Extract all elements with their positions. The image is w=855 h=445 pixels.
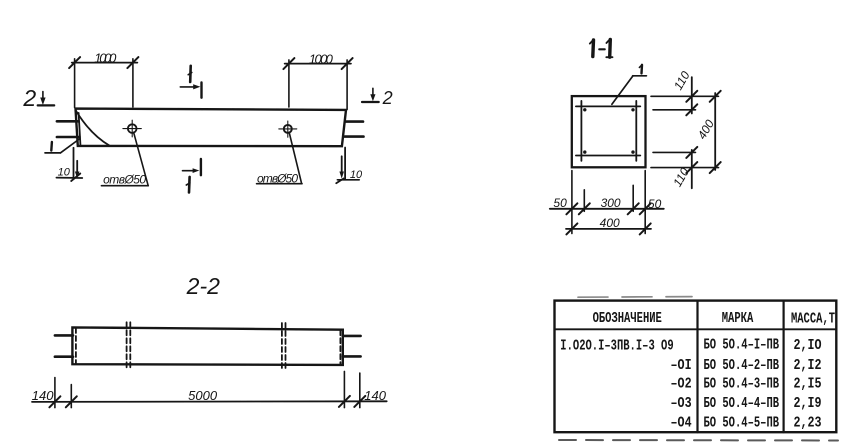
- svg-text:10: 10: [350, 169, 363, 181]
- svg-text:110: 110: [671, 69, 693, 93]
- svg-text:МАССА,Т: МАССА,Т: [791, 310, 835, 327]
- svg-text:2,І9: 2,І9: [794, 396, 822, 413]
- svg-text:І.О2О.І–3ПВ.І–3 О9: І.О2О.І–3ПВ.І–3 О9: [560, 337, 673, 354]
- svg-text:2,ІО: 2,ІО: [794, 338, 822, 355]
- svg-text:БО 5О.4–4–ПВ: БО 5О.4–4–ПВ: [704, 394, 780, 411]
- svg-text:5000: 5000: [188, 388, 218, 403]
- svg-text:БО 5О.4–2–ПВ: БО 5О.4–2–ПВ: [704, 356, 780, 373]
- svg-text:300: 300: [601, 196, 621, 210]
- svg-text:отвØ50: отвØ50: [103, 173, 146, 187]
- svg-text:–О3: –О3: [671, 396, 692, 413]
- svg-text:50: 50: [648, 197, 662, 211]
- svg-text:10: 10: [58, 167, 71, 179]
- svg-text:–О2: –О2: [671, 376, 692, 393]
- svg-text:отвØ50: отвØ50: [257, 171, 298, 185]
- svg-text:140: 140: [32, 388, 54, 403]
- svg-text:МАРКА: МАРКА: [722, 309, 754, 326]
- svg-text:2,І2: 2,І2: [794, 358, 822, 375]
- svg-text:2: 2: [382, 88, 393, 108]
- svg-text:БО 5О.4–5–ПВ: БО 5О.4–5–ПВ: [704, 414, 780, 431]
- svg-text:1000: 1000: [94, 51, 117, 66]
- svg-text:ОБОЗНАЧЕНИЕ: ОБОЗНАЧЕНИЕ: [593, 309, 662, 326]
- svg-text:2,І5: 2,І5: [794, 376, 822, 393]
- svg-text:400: 400: [695, 117, 717, 142]
- svg-text:1000: 1000: [309, 52, 334, 67]
- svg-text:2: 2: [22, 85, 36, 111]
- svg-text:110: 110: [670, 165, 692, 189]
- svg-text:БО 5О.4–І–ПВ: БО 5О.4–І–ПВ: [704, 336, 780, 353]
- svg-text:БО 5О.4–3–ПВ: БО 5О.4–3–ПВ: [704, 375, 780, 392]
- svg-text:–ОІ: –ОІ: [671, 358, 692, 375]
- svg-text:–О4: –О4: [671, 415, 692, 432]
- svg-text:400: 400: [600, 216, 620, 230]
- svg-text:2,23: 2,23: [794, 415, 822, 432]
- svg-text:2-2: 2-2: [186, 273, 220, 299]
- svg-text:140: 140: [364, 388, 386, 403]
- svg-text:50: 50: [553, 196, 567, 210]
